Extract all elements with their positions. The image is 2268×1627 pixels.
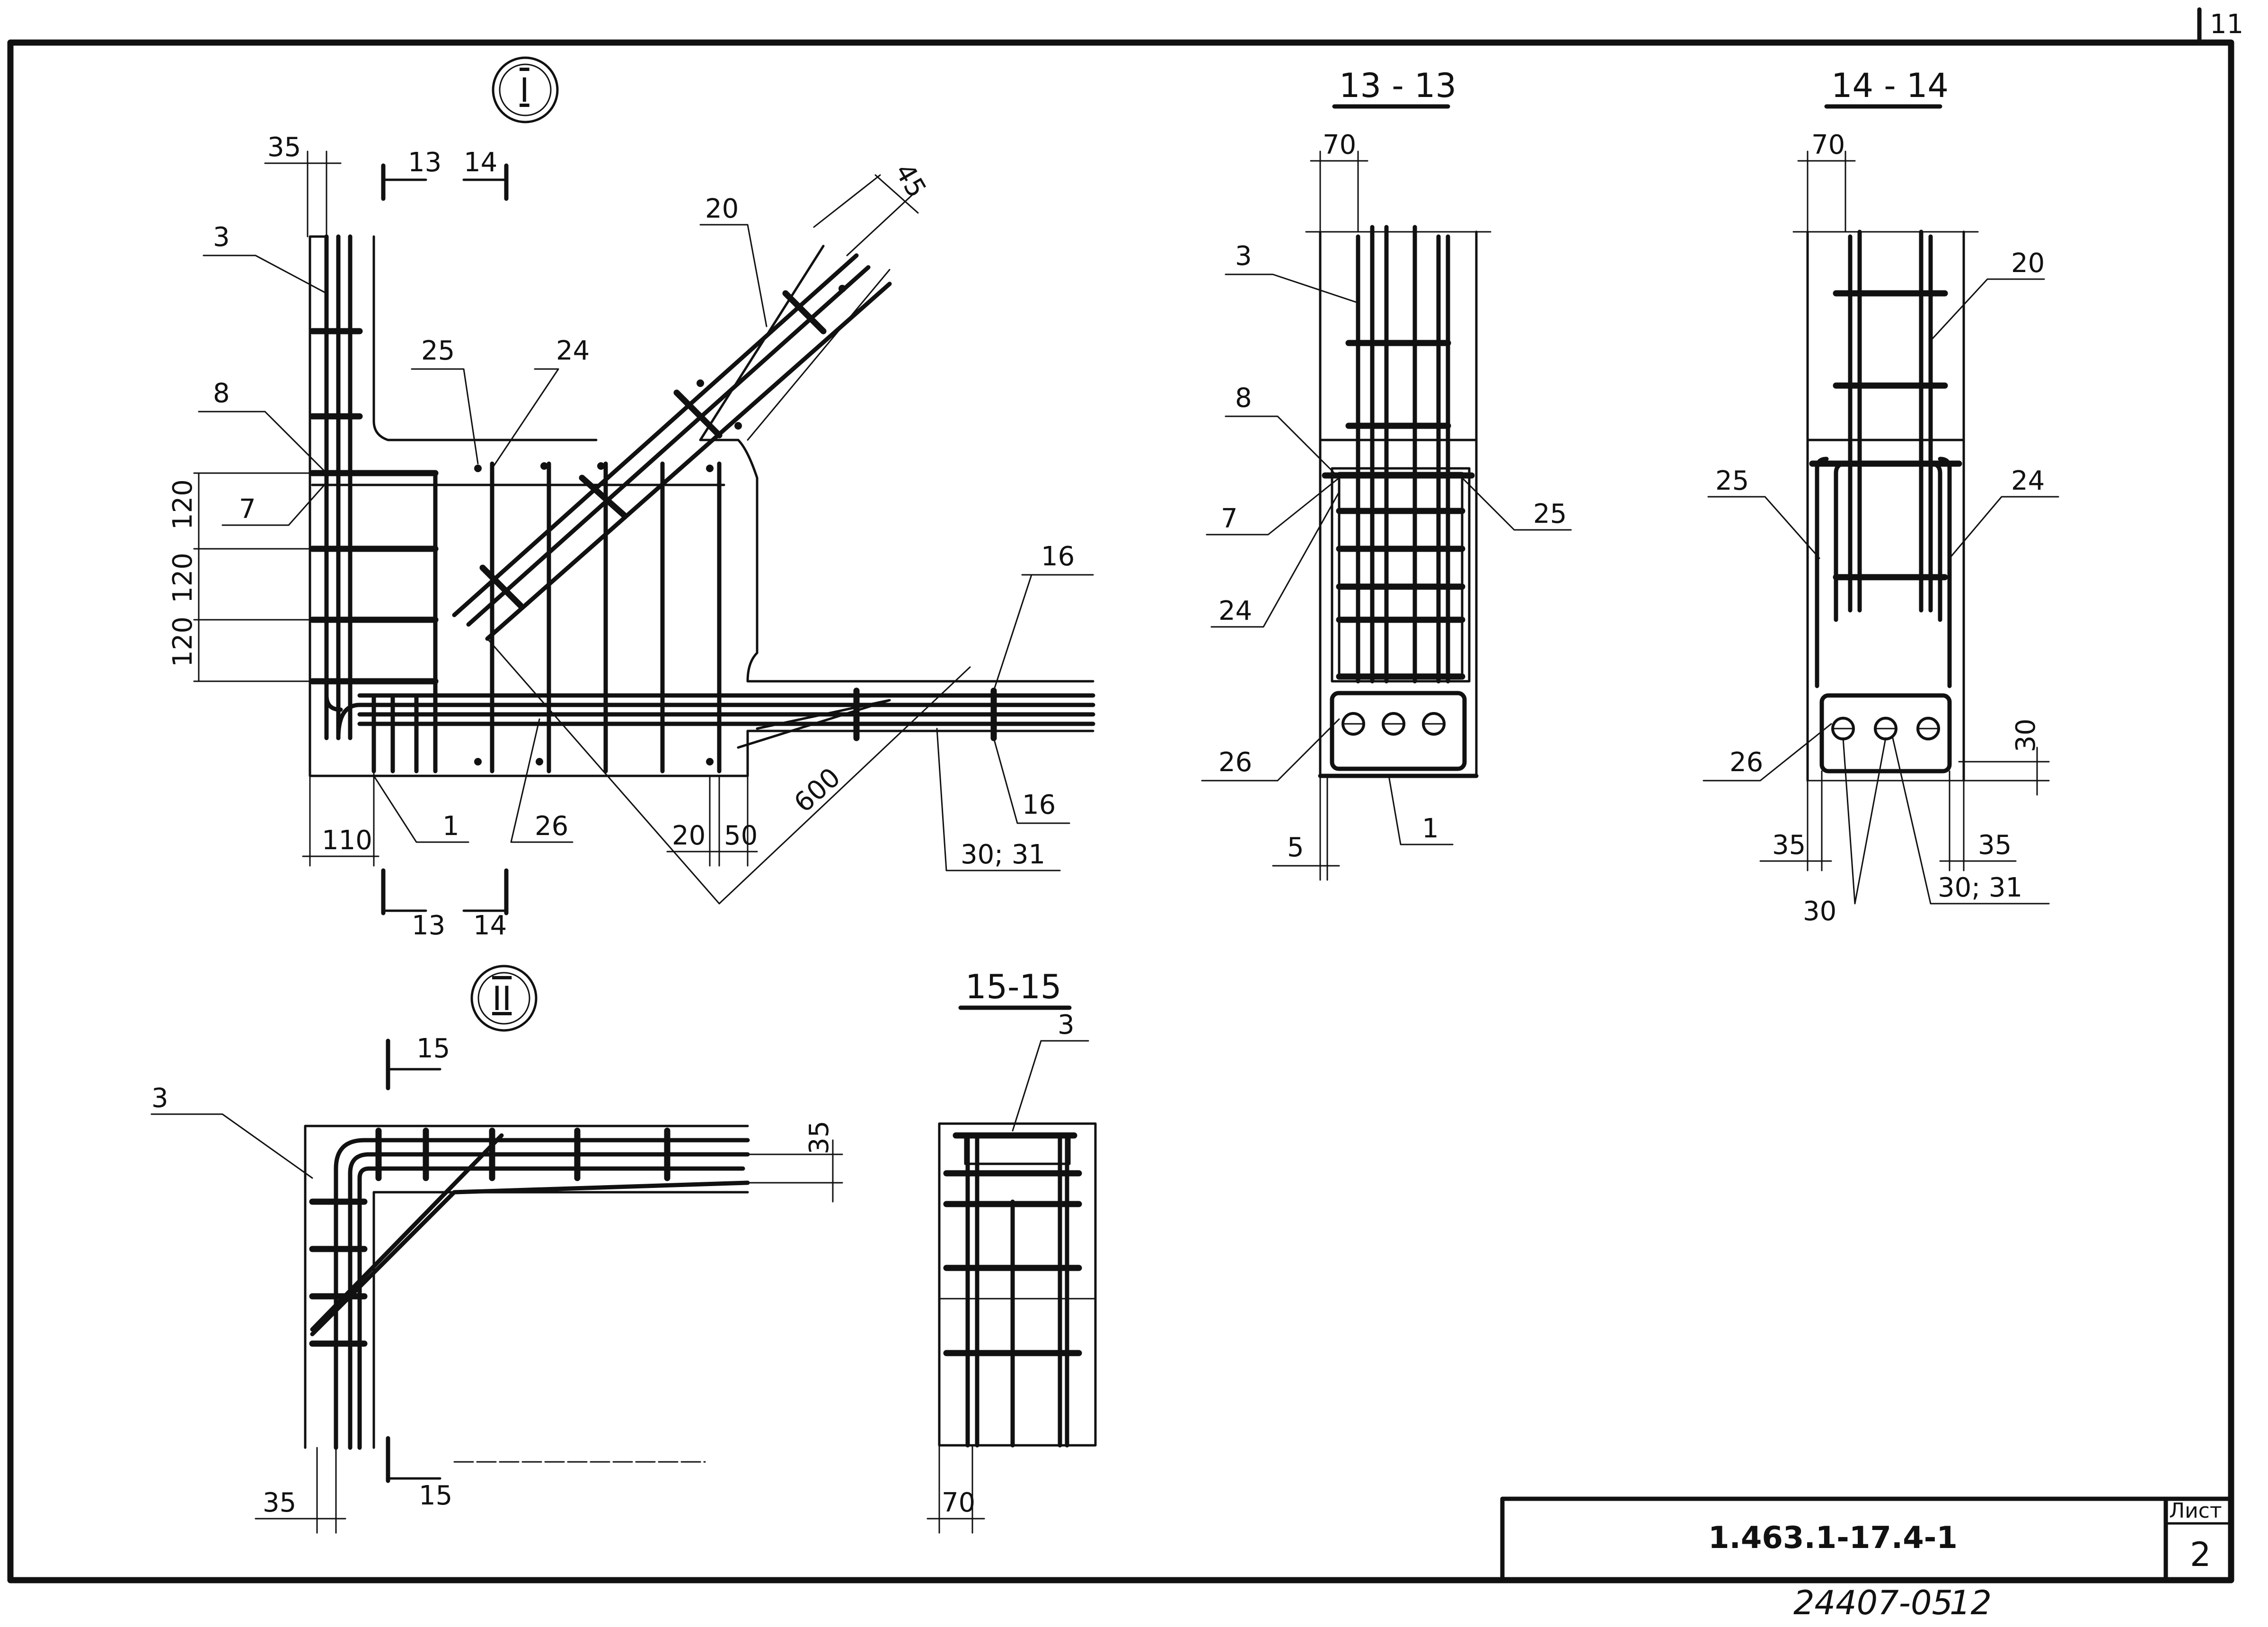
node-I-dimensions: 35 120 120 120 110 20 50 600 45 (168, 132, 971, 905)
section-15-label-3: 3 (1058, 1010, 1075, 1040)
section-14-dim-70: 70 (1811, 130, 1845, 160)
section-15-stirrups (943, 1132, 1082, 1356)
node-II-stirrups (309, 1127, 671, 1347)
section-13-label-24: 24 (1218, 596, 1252, 626)
section-14-dim-35-left: 35 (1772, 830, 1806, 861)
section-13-bars (1331, 225, 1471, 684)
node-I-dim-110: 110 (322, 825, 372, 856)
archive-number: 24407-05 (1793, 1583, 1953, 1622)
node-I-label-26: 26 (535, 811, 568, 842)
node-II-label-3: 3 (151, 1083, 168, 1114)
sheet-frame: 11 (7, 7, 2243, 1583)
section-15-15: 15-15 70 3 (927, 967, 1097, 1534)
section-13-label-26: 26 (1218, 747, 1252, 778)
node-I-label-20: 20 (705, 193, 739, 224)
node-I-dim-45: 45 (889, 158, 932, 203)
corner-sheet-number: 11 (2210, 9, 2243, 40)
section-13-stirrups (1322, 340, 1475, 680)
node-I-bar-dots (474, 285, 846, 765)
section-14-label-30-31: 30; 31 (1938, 872, 2022, 903)
node-I-dim-20: 20 (672, 820, 706, 851)
section-14-label-20: 20 (2011, 248, 2045, 279)
section-14-title: 14 - 14 (1831, 66, 1949, 105)
section-13-bottom-box (1330, 691, 1467, 771)
section-14-bottom-box (1819, 693, 1952, 774)
node-I: I (168, 56, 1095, 941)
cut-14-top: 14 (464, 147, 497, 178)
document-code: 1.463.1-17.4-1 (1708, 1521, 1958, 1556)
section-14-label-24: 24 (2011, 466, 2045, 496)
node-II-bars (310, 1133, 750, 1450)
section-15-title: 15-15 (965, 967, 1061, 1006)
node-I-label-8: 8 (213, 378, 230, 409)
node-I-label-7: 7 (239, 494, 256, 525)
section-14-dim-30: 30 (2011, 719, 2041, 752)
section-13-dim-5: 5 (1287, 832, 1304, 863)
cut-13-bottom: 13 (412, 910, 445, 941)
section-14-bars (1815, 229, 1952, 688)
section-13-label-8: 8 (1235, 383, 1252, 413)
node-I-label-1: 1 (442, 811, 459, 842)
node-II-dim-35-bottom: 35 (263, 1487, 296, 1518)
node-I-label-30-31: 30; 31 (961, 839, 1045, 870)
section-13-title: 13 - 13 (1339, 66, 1456, 105)
node-II-marker: II (470, 965, 538, 1032)
node-I-label-16-top: 16 (1041, 541, 1075, 572)
sheet-number: 2 (2190, 1535, 2211, 1574)
cut-14-bottom: 14 (473, 910, 507, 941)
node-I-leaders: 3 8 7 25 24 20 16 16 1 26 30; 31 (198, 193, 1094, 871)
cut-15-top: 15 (416, 1033, 450, 1064)
node-I-label-3: 3 (213, 222, 230, 253)
section-14-label-26: 26 (1730, 747, 1763, 778)
section-13-label-25: 25 (1533, 499, 1567, 529)
section-14-label-30: 30 (1803, 896, 1836, 927)
section-14-14: 14 - 14 (1703, 66, 2059, 927)
section-14-stirrups (1809, 290, 1962, 580)
node-I-label-25: 25 (421, 335, 455, 366)
section-13-label-7: 7 (1221, 503, 1238, 534)
node-I-inclined-bars (452, 253, 892, 641)
node-II: II 15 15 (150, 965, 843, 1534)
section-13-label-3: 3 (1235, 241, 1252, 272)
node-I-bottom-bars (357, 693, 1095, 749)
node-II-dim-35-right: 35 (804, 1121, 835, 1154)
section-13-dim-70: 70 (1323, 130, 1356, 160)
node-I-dim-120-a: 120 (168, 479, 198, 530)
node-I-label-16-bottom: 16 (1022, 790, 1056, 820)
node-I-label-24: 24 (556, 335, 590, 366)
node-I-marker-label: I (520, 71, 529, 110)
node-I-marker: I (492, 56, 559, 123)
section-14-label-25: 25 (1715, 466, 1749, 496)
archive-sheet: 12 (1950, 1583, 1992, 1622)
node-I-dim-50: 50 (724, 820, 758, 851)
title-block: 1.463.1-17.4-1 Лист 2 (1500, 1496, 2233, 1583)
node-I-node-stirrups (371, 461, 997, 774)
cut-13-top: 13 (408, 147, 441, 178)
node-I-dim-120-c: 120 (168, 616, 198, 667)
node-I-dim-600: 600 (788, 762, 847, 819)
cut-15-bottom: 15 (419, 1480, 452, 1511)
section-15-bars (964, 1133, 1071, 1448)
section-15-dim-70: 70 (942, 1487, 975, 1518)
section-13-label-1: 1 (1422, 813, 1439, 844)
node-I-cut-marks: 13 14 13 14 (381, 147, 509, 941)
node-II-marker-label: II (492, 979, 512, 1018)
node-I-vertical-bars (324, 234, 1095, 740)
section-14-dim-35-right: 35 (1978, 830, 2012, 861)
node-I-dim-35: 35 (267, 132, 301, 163)
node-I-dim-120-b: 120 (168, 553, 198, 603)
sheet-label: Лист (2169, 1499, 2222, 1523)
section-13-13: 13 - 13 (1201, 66, 1572, 881)
